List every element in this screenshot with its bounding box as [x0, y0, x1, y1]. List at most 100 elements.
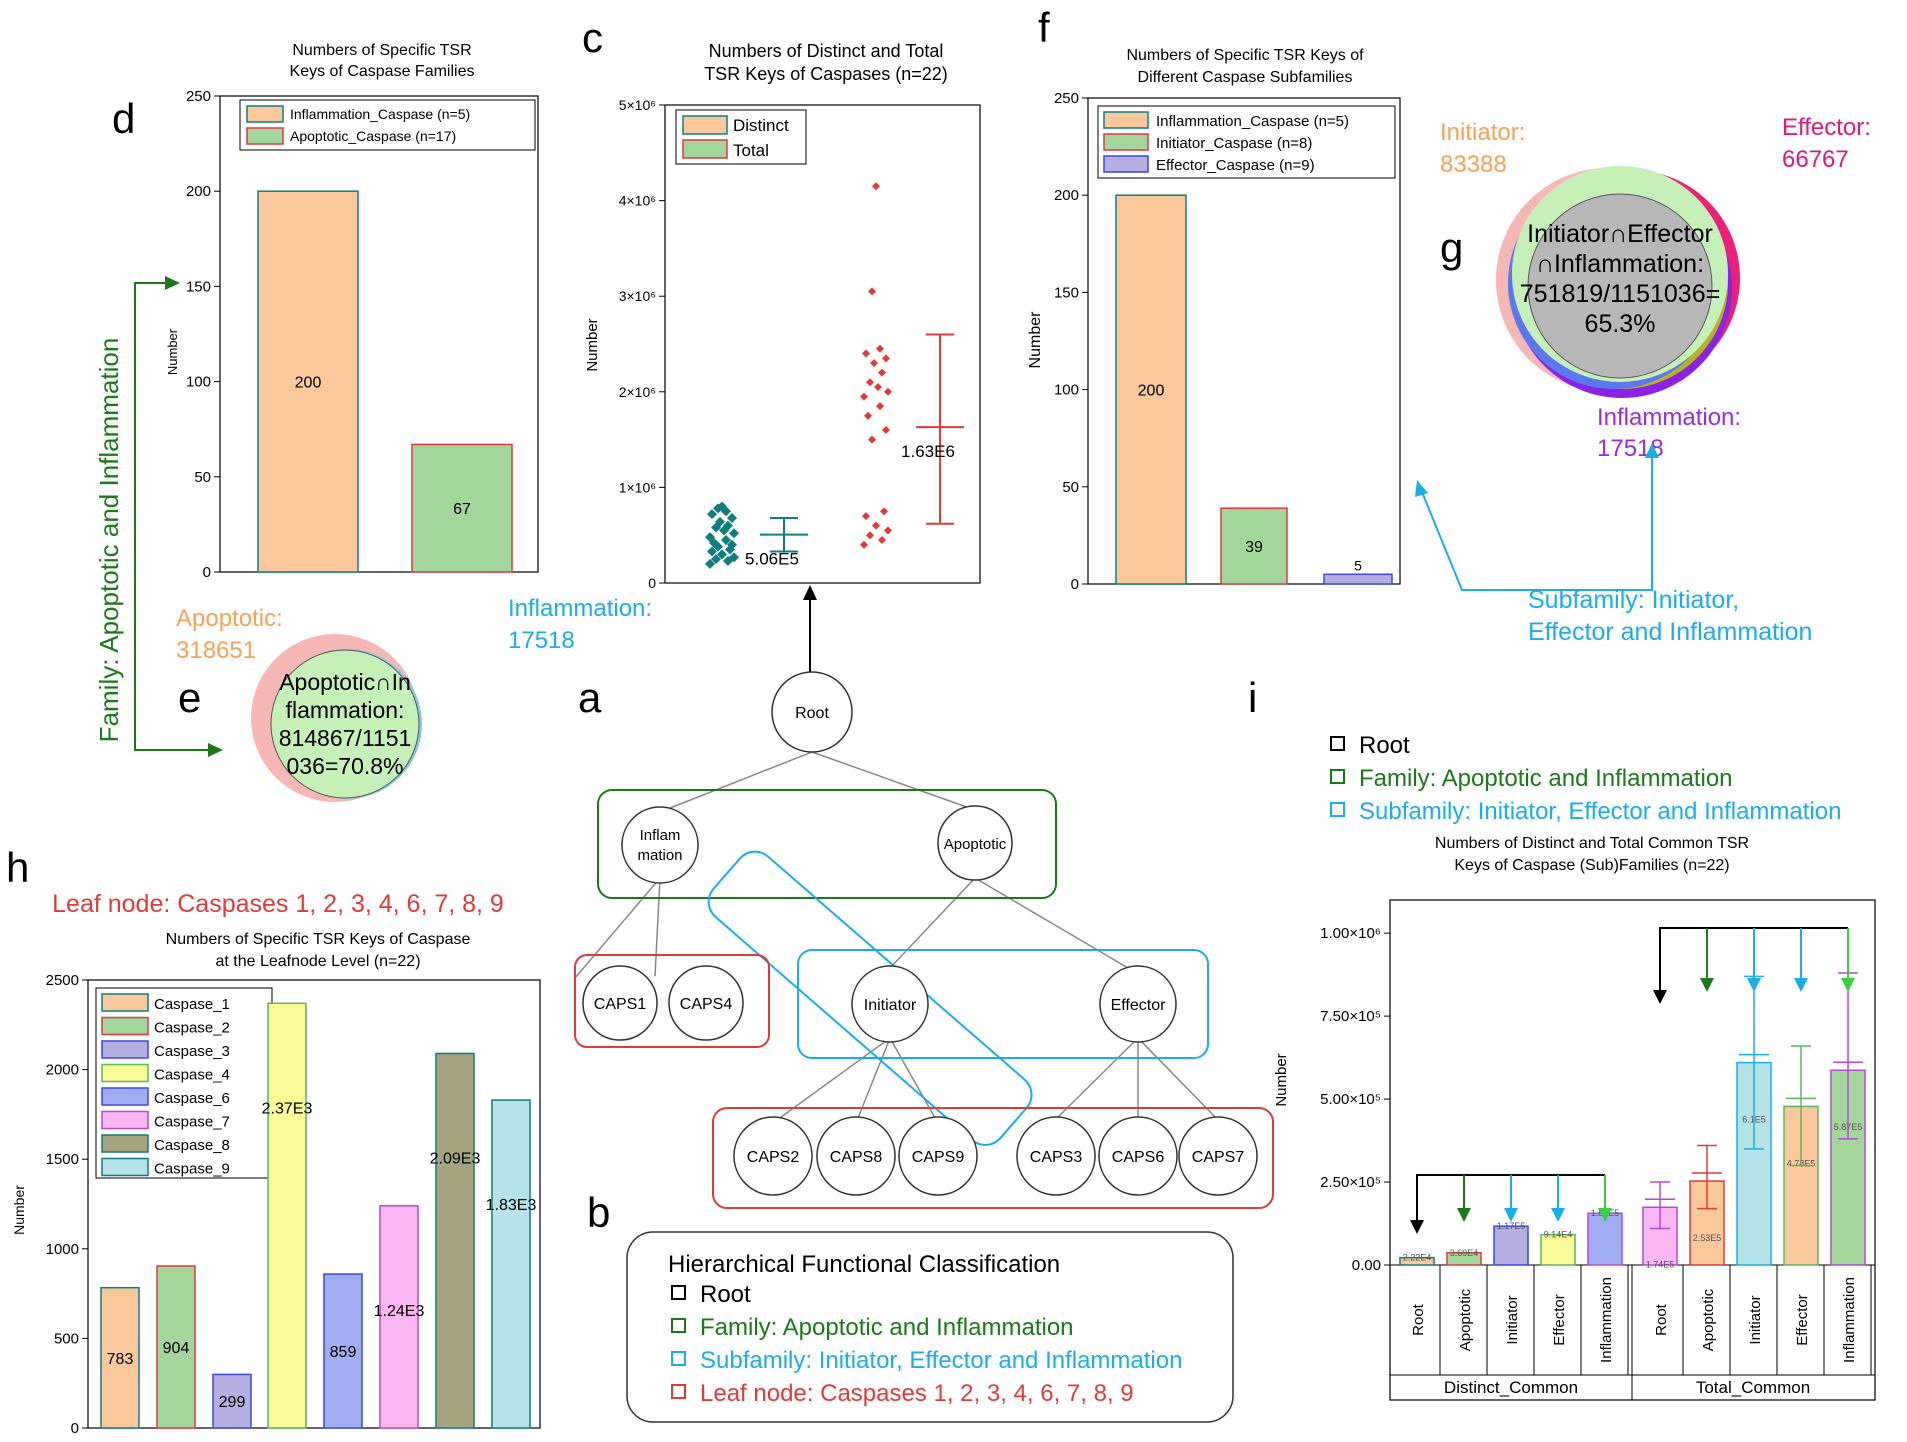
panel-letter-c: c	[582, 14, 603, 61]
venn-e-center-line-3: 814867/1151	[279, 725, 412, 751]
chart-i-category-label-0-3: Effector	[1551, 1294, 1568, 1345]
tree-node-caps7	[1178, 1116, 1258, 1196]
chart-c-point-distinct-2	[711, 554, 721, 565]
legend-i-family-label: Family: Apoptotic and Inflammation	[1359, 765, 1733, 792]
chart-f-bar-label-initiator: 39	[1245, 539, 1263, 556]
chart-c-point-total-3	[884, 526, 892, 535]
tree-node-caps3	[1016, 1116, 1096, 1196]
chart-h-legend-swatch-7	[101, 1157, 149, 1177]
venn-e-center-line-4: 036=70.8%	[286, 753, 403, 779]
tree-family-box	[597, 789, 1057, 899]
chart-i: Numbers of Distinct and Total Common TSR…	[1273, 835, 1876, 1401]
chart-h-bar-label-3: 2.37E3	[262, 1100, 313, 1117]
chart-f-ytick-label-2: 100	[1054, 382, 1079, 399]
chart-c-point-total-18	[862, 349, 870, 358]
chart-d-ylabel: Number	[165, 328, 180, 375]
chart-h-legend-label-1: Caspase_2	[154, 1020, 230, 1037]
tree-node-initiator	[851, 965, 929, 1043]
chart-d-bar-inflammation	[257, 190, 359, 573]
chart-c-point-total-16	[870, 359, 878, 368]
chart-h-legend-swatch-1	[101, 1016, 149, 1036]
legend-b-family-label: Family: Apoptotic and Inflammation	[700, 1314, 1074, 1341]
chart-h-bar-7	[491, 1099, 531, 1429]
chart-h-bar-label-4: 859	[330, 1344, 357, 1361]
chart-c-point-distinct-11	[705, 532, 715, 543]
chart-h-bar-0	[100, 1286, 140, 1429]
chart-f-ytick-label-0: 0	[1071, 576, 1079, 593]
tree-node-caps9-label: CAPS9	[912, 1149, 965, 1166]
legend-b-root-box	[671, 1285, 686, 1300]
chart-c-point-total-15	[878, 368, 886, 377]
chart-c-legend-swatch-distinct	[682, 115, 728, 135]
chart-c-point-distinct-17	[727, 512, 737, 523]
venn-e-apoptotic-value: 318651	[176, 637, 256, 664]
chart-h-legend-swatch-2	[101, 1040, 149, 1059]
chart-c-point-total-14	[866, 378, 874, 387]
venn-g-center-region	[1527, 193, 1713, 379]
chart-i-ytick-label-4: 1.00×10⁶	[1320, 925, 1381, 942]
legend-i-subfamily-box	[1330, 802, 1345, 817]
tree-node-caps3-label: CAPS3	[1030, 1149, 1083, 1166]
chart-c-point-total-7	[868, 435, 876, 444]
chart-i-arrow-head-0-4	[1598, 1208, 1612, 1222]
tree-node-inflammation	[621, 806, 699, 884]
chart-i-arrow-bracket-1	[1659, 927, 1848, 992]
tree-leaf-box-apoptotic	[712, 1107, 1274, 1209]
tree-node-effector	[1099, 965, 1177, 1043]
chart-f-ytick-label-1: 50	[1062, 479, 1079, 496]
chart-i-bar-label-0-2: 1.17E5	[1497, 1221, 1526, 1231]
tree-node-caps4-label: CAPS4	[680, 996, 733, 1013]
tree-node-caps9	[898, 1116, 978, 1196]
chart-h-bar-1	[156, 1265, 196, 1429]
panel-letter-f: f	[1038, 4, 1050, 51]
chart-i-category-label-1-0: Root	[1653, 1303, 1670, 1336]
chart-h-ytick-label-0: 0	[71, 1420, 79, 1437]
chart-c-point-distinct-10	[721, 534, 731, 545]
chart-h-legend-swatch-0	[101, 993, 149, 1012]
venn-g-center-line-3: 751819/1151036=	[1520, 280, 1720, 308]
venn-e-center-line-1: Apoptotic∩In	[279, 669, 411, 695]
chart-h-legend-swatch-6	[101, 1134, 149, 1153]
chart-c-point-total-19	[876, 344, 884, 353]
subfamily-arrow	[1415, 443, 1659, 591]
chart-h-ytick-label-2: 1000	[46, 1241, 79, 1258]
panel-letter-g: g	[1440, 224, 1463, 271]
legend-b-leaf-box	[671, 1384, 686, 1399]
chart-f-bar-effector	[1323, 573, 1393, 585]
chart-i-category-label-1-2: Initiator	[1747, 1295, 1764, 1344]
chart-h-bar-label-2: 299	[219, 1394, 246, 1411]
chart-i-ytick-label-0: 0.00	[1352, 1257, 1381, 1274]
legend-i: Root Family: Apoptotic and Inflammation …	[1330, 732, 1841, 825]
chart-h-plot-frame	[87, 979, 541, 1429]
chart-h-legend-label-3: Caspase_4	[154, 1067, 230, 1084]
chart-h-legend-label-7: Caspase_9	[154, 1161, 230, 1178]
tree-node-effector-label: Effector	[1111, 997, 1167, 1014]
chart-i-bar-distinct_common-0	[1399, 1256, 1435, 1266]
tree-leaf-box-inflam	[574, 954, 770, 1048]
tree-node-caps1-label: CAPS1	[594, 996, 647, 1013]
chart-d-title-2: Keys of Caspase Families	[290, 63, 475, 80]
venn-e-apoptotic-name: Apoptotic:	[176, 605, 283, 632]
chart-h-bar-label-5: 1.24E3	[374, 1303, 425, 1320]
venn-g-center-line-2: ∩Inflammation:	[1536, 250, 1704, 278]
legend-i-subfamily-label: Subfamily: Initiator, Effector and Infla…	[1359, 798, 1841, 825]
tree-node-caps2-label: CAPS2	[747, 1149, 800, 1166]
tree-node-caps4	[668, 965, 744, 1041]
chart-i-arrow-head-1-0	[1653, 990, 1667, 1004]
chart-c-point-total-1	[878, 535, 886, 544]
chart-d-ytick-label-0: 0	[203, 564, 211, 581]
venn-g: Initiator∩Effector ∩Inflammation: 751819…	[1440, 114, 1871, 462]
legend-b-subfamily-box	[671, 1351, 686, 1366]
chart-d-ytick-label-3: 150	[186, 278, 211, 295]
chart-c-ytick-label-5: 5×10⁶	[619, 97, 656, 113]
chart-h-legend-entries: Caspase_1Caspase_2Caspase_3Caspase_4Casp…	[101, 993, 230, 1178]
chart-h-ytick-label-1: 500	[54, 1330, 79, 1347]
chart-i-group-label-total: Total_Common	[1696, 1378, 1810, 1397]
chart-c-point-distinct-12	[729, 528, 739, 539]
chart-c-point-total-8	[882, 426, 890, 435]
chart-c-mean-label-distinct: 5.06E5	[745, 550, 799, 569]
